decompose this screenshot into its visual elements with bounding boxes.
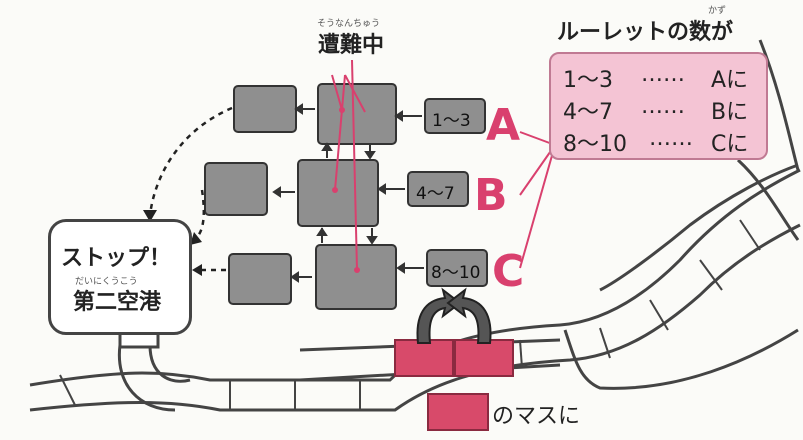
tile-a-left	[233, 85, 297, 133]
tile-label-c-range: 8〜10	[431, 263, 481, 283]
rule-row-3-range: 8〜10	[563, 132, 627, 157]
tile-label-a-range: 1〜3	[432, 111, 471, 131]
road-ties	[59, 219, 761, 410]
legend-text: のマスに	[492, 404, 581, 429]
rule-row-2-dots: ……	[641, 94, 685, 119]
rule-box: 1〜3 …… Aに 4〜7 …… Bに 8〜10 …… Cに	[549, 52, 768, 160]
airport-name: 第二空港	[73, 290, 162, 315]
rule-row-1-range: 1〜3	[563, 68, 613, 93]
airport-ruby: だいにくうこう	[75, 277, 138, 287]
rule-row-1-dots: ……	[641, 62, 685, 87]
tile-a-range	[424, 98, 486, 134]
diagram-title: 遭難中	[318, 33, 385, 58]
dashed-arrow-heads	[143, 210, 202, 276]
legend-square	[427, 393, 489, 431]
rule-row-3-target: Cに	[711, 132, 749, 157]
airport-stop-box: ストップ！ だいにくうこう 第二空港	[48, 219, 192, 335]
connector-arrows	[272, 103, 424, 283]
grid-tiles	[204, 83, 488, 310]
rule-row-2-target: Bに	[711, 100, 749, 125]
title-ruby: そうなんちゅう	[317, 19, 381, 29]
row-label-c: C	[492, 246, 525, 297]
tile-b-range	[407, 171, 469, 207]
highlight-square-right	[454, 339, 514, 377]
row-label-a: A	[486, 100, 521, 151]
stop-text: ストップ！	[61, 246, 172, 271]
rule-heading: ルーレットの数が	[557, 20, 734, 45]
lost-arrow-dots	[332, 107, 360, 273]
lost-arrows	[331, 59, 366, 271]
jump-arrows	[416, 287, 492, 344]
tile-a-center	[317, 83, 397, 145]
rule-row-3-dots: ……	[649, 126, 693, 151]
highlight-square-left	[394, 339, 454, 377]
tile-c-left	[228, 253, 292, 305]
tile-b-center	[297, 159, 379, 227]
tile-label-b-range: 4〜7	[416, 184, 455, 204]
rule-heading-ruby: かず	[708, 6, 727, 16]
airport-spur	[117, 344, 191, 412]
tile-c-range	[426, 249, 488, 287]
dashed-arrows	[148, 106, 233, 272]
rule-row-1-target: Aに	[711, 68, 749, 93]
row-label-b: B	[474, 170, 508, 221]
tile-b-left	[204, 162, 268, 216]
rule-row-2-range: 4〜7	[563, 100, 613, 125]
